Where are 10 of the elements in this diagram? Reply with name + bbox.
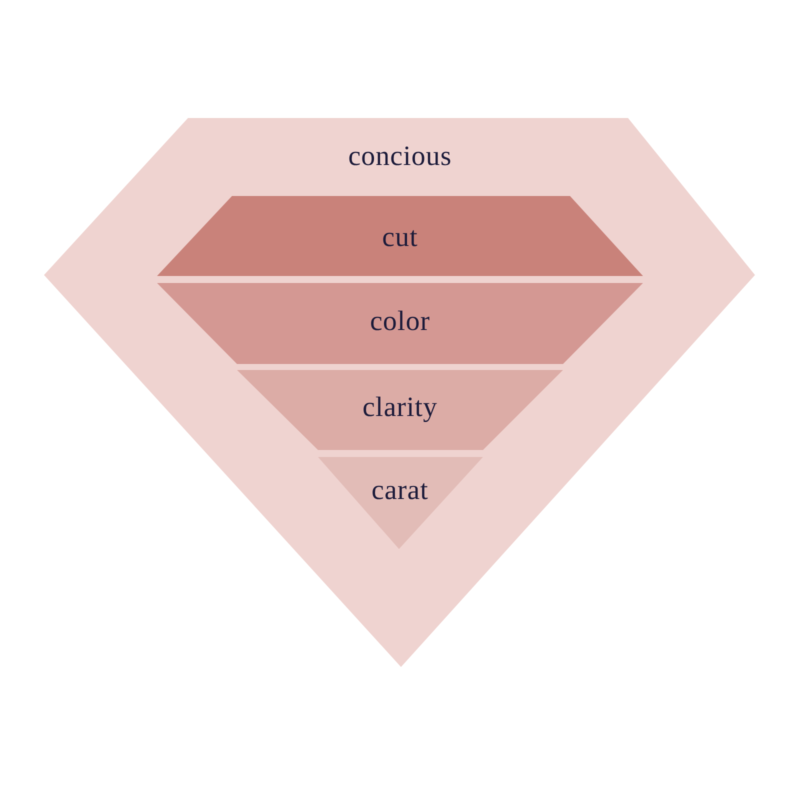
diamond-shape (44, 118, 755, 667)
triangle-layer (318, 457, 483, 549)
layer-label: concious (348, 141, 452, 173)
layer-label: clarity (362, 392, 438, 424)
trapezoid-layer (157, 196, 643, 276)
trapezoid-layer (157, 283, 643, 364)
layer-label: color (370, 306, 430, 338)
trapezoid-layer (237, 370, 563, 450)
layer-label: carat (372, 475, 428, 507)
layer-label: cut (382, 222, 418, 254)
